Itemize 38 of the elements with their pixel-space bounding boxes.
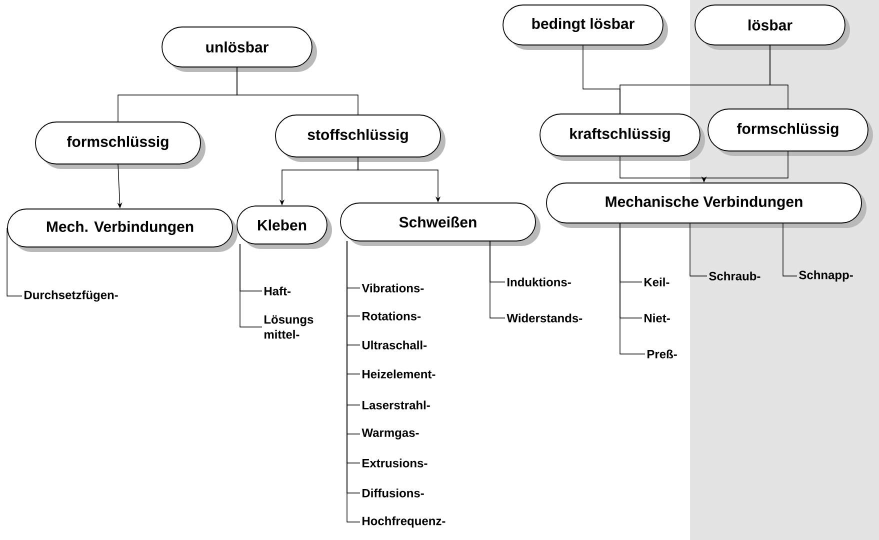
category-box: lösbar [694,4,850,50]
process-label: Extrusions- [362,458,428,468]
category-box: formschlüssig [708,108,873,156]
process-label: Heizelement- [362,370,436,378]
process-label: Keil- [644,278,670,286]
connector-line [782,222,798,276]
process-label: Warmgas- [362,428,419,440]
process-label: Haft- [264,286,291,296]
connector-line [620,222,646,354]
category-box: Kleben [236,206,332,249]
process-label: Niet- [644,314,670,322]
connector-line [6,228,22,296]
process-label: Laserstrahl- [362,400,430,410]
category-box: unlösbar [162,26,317,72]
connector-line [690,222,708,276]
process-label: Ultraschall- [362,340,427,350]
process-label: Diffusions- [362,488,424,498]
connector-line [236,67,358,115]
process-label: Schnapp- [799,270,853,282]
process-label: Induktions- [508,278,571,286]
process-label: Durchsetzfügen- [24,290,118,302]
process-label: Hochfrequenz- [362,516,446,528]
category-box: Mechanische Verbindungen [546,182,866,228]
category-box: Schweißen [340,202,540,246]
process-label: Preß- [648,350,677,358]
process-label: Vibrations- [362,284,424,292]
process-label: Lösungs mittel- [264,315,314,339]
category-box: stoffschlüssig [275,114,446,162]
connector-line [770,45,788,109]
process-label: Widerstands- [506,314,582,322]
category-box: formschlüssig [35,122,206,169]
process-label: Rotations- [362,312,421,320]
category-box: Mech. Verbindungen [7,208,238,252]
category-box: bedingt lösbar [502,4,668,50]
category-box: kraftschlüssig [540,114,705,161]
connector-line [490,240,506,318]
connector-line [240,244,262,328]
process-label: Schraub- [709,272,760,280]
